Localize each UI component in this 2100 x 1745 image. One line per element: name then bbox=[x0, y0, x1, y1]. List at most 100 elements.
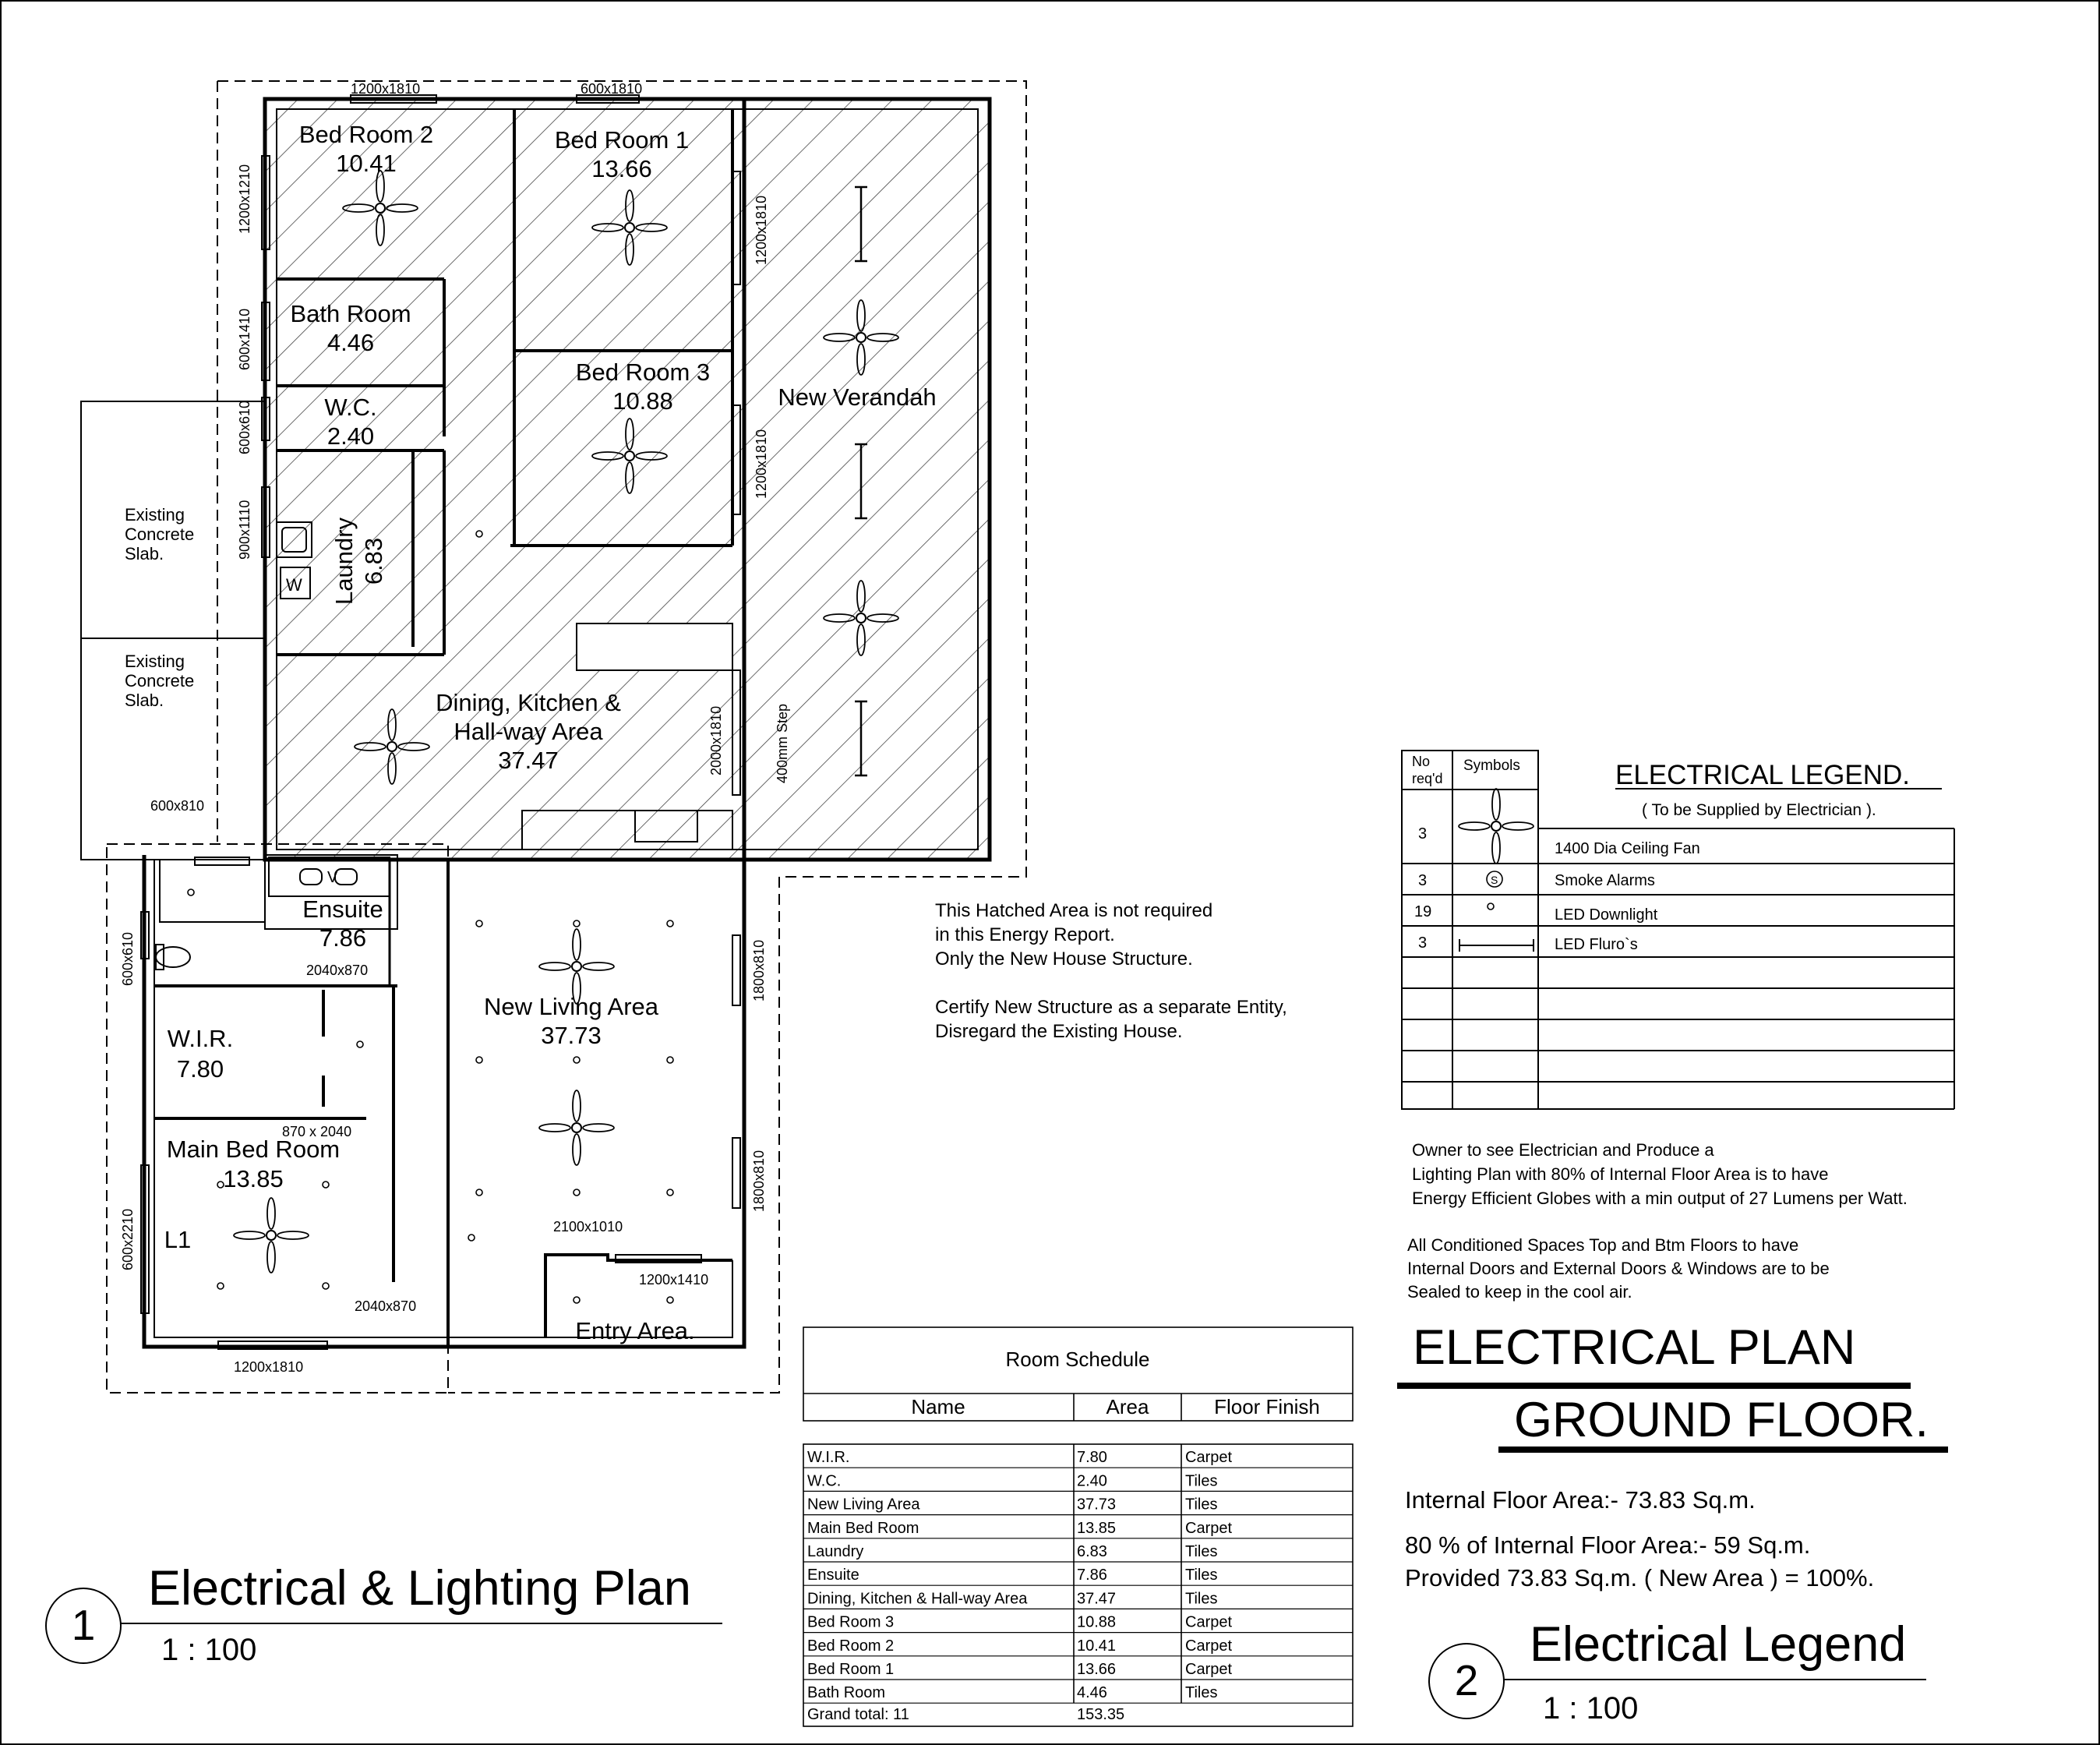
schedule-area-cell: 37.47 bbox=[1077, 1590, 1116, 1607]
schedule-area-cell: 13.66 bbox=[1077, 1661, 1116, 1678]
svg-text:Sealed to keep in the cool air: Sealed to keep in the cool air. bbox=[1407, 1282, 1632, 1302]
svg-text:S: S bbox=[1491, 874, 1498, 886]
svg-text:400mm Step: 400mm Step bbox=[775, 704, 790, 783]
svg-text:2: 2 bbox=[1455, 1656, 1479, 1704]
svg-text:600x610: 600x610 bbox=[237, 401, 252, 454]
ceiling-fan-icon bbox=[1458, 788, 1534, 864]
schedule-area-cell: 4.46 bbox=[1077, 1684, 1107, 1701]
svg-text:2040x870: 2040x870 bbox=[306, 963, 368, 978]
room-schedule: Room Schedule Name Area Floor Finish W.I… bbox=[803, 1326, 1354, 1727]
hatch-note: This Hatched Area is not required in thi… bbox=[935, 900, 1287, 1042]
room-area: 6.83 bbox=[360, 538, 387, 585]
room-area: 10.41 bbox=[336, 150, 397, 177]
lower-walls bbox=[142, 854, 746, 1349]
svg-text:LED Fluro`s: LED Fluro`s bbox=[1555, 936, 1638, 953]
svg-text:Energy Efficient Globes with a: Energy Efficient Globes with a min outpu… bbox=[1412, 1189, 1908, 1208]
room-name: Ensuite bbox=[302, 895, 383, 923]
sealed-note: All Conditioned Spaces Top and Btm Floor… bbox=[1407, 1235, 1830, 1302]
fluoro-lights bbox=[855, 185, 867, 777]
existing-slab-labels: Existing Concrete Slab. Existing Concret… bbox=[125, 505, 194, 710]
svg-text:Electrical Legend: Electrical Legend bbox=[1530, 1617, 1906, 1672]
hatched-area bbox=[265, 99, 990, 860]
svg-text:in this Energy Report.: in this Energy Report. bbox=[935, 924, 1115, 945]
schedule-area-cell: 7.80 bbox=[1077, 1449, 1107, 1466]
svg-text:GROUND FLOOR.: GROUND FLOOR. bbox=[1514, 1393, 1929, 1447]
svg-text:1800x810: 1800x810 bbox=[751, 1150, 767, 1212]
svg-text:870 x 2040: 870 x 2040 bbox=[282, 1124, 351, 1139]
svg-text:Lighting Plan with 80% of Inte: Lighting Plan with 80% of Internal Floor… bbox=[1412, 1164, 1828, 1184]
windows bbox=[140, 94, 741, 1350]
svg-text:3: 3 bbox=[1418, 825, 1427, 842]
owner-note: Owner to see Electrician and Produce a L… bbox=[1412, 1140, 1908, 1208]
svg-text:Provided 73.83 Sq.m. ( New A: Provided 73.83 Sq.m. ( New Area ) = 100%… bbox=[1405, 1564, 1874, 1591]
svg-text:600x610: 600x610 bbox=[120, 932, 136, 986]
schedule-finish-cell: Carpet bbox=[1185, 1449, 1232, 1466]
svg-text:1200x1210: 1200x1210 bbox=[237, 164, 252, 234]
svg-text:Slab.: Slab. bbox=[125, 544, 164, 563]
svg-text:ELECTRICAL PLAN: ELECTRICAL PLAN bbox=[1413, 1320, 1855, 1375]
room-name: Bed Room 3 bbox=[576, 359, 710, 386]
schedule-finish-cell: Tiles bbox=[1185, 1590, 1217, 1607]
schedule-finish-cell: Tiles bbox=[1185, 1472, 1217, 1489]
svg-text:600x1410: 600x1410 bbox=[237, 309, 252, 370]
legend-subtitle: ( To be Supplied by Electrician ). bbox=[1642, 801, 1876, 819]
svg-text:Disregard the Existing House.: Disregard the Existing House. bbox=[935, 1021, 1182, 1042]
dimension-labels: 1200x1810 600x1810 1200x1210 600x1410 60… bbox=[120, 81, 790, 1375]
ceiling-fan-icon bbox=[538, 1090, 615, 1166]
svg-text:1200x1810: 1200x1810 bbox=[351, 81, 420, 97]
svg-text:Slab.: Slab. bbox=[125, 691, 164, 710]
downlight-icon bbox=[1487, 903, 1495, 910]
svg-text:900x1110: 900x1110 bbox=[237, 500, 252, 560]
svg-text:1400 Dia Ceiling Fan: 1400 Dia Ceiling Fan bbox=[1555, 840, 1700, 857]
schedule-name-cell: Main Bed Room bbox=[807, 1520, 919, 1537]
big-title: ELECTRICAL PLAN GROUND FLOOR. bbox=[1397, 1320, 1948, 1453]
room-name: Main Bed Room bbox=[167, 1136, 340, 1163]
grand-total-value: 153.35 bbox=[1077, 1706, 1124, 1723]
room-name: New Verandah bbox=[778, 383, 936, 411]
svg-text:3: 3 bbox=[1418, 934, 1427, 952]
ceiling-fan-icon bbox=[233, 1197, 309, 1273]
grand-total-label: Grand total: 11 bbox=[807, 1706, 909, 1723]
svg-text:1200x1410: 1200x1410 bbox=[639, 1272, 708, 1288]
room-name: Bed Room 2 bbox=[299, 121, 433, 148]
room-name-line2: Hall-way Area bbox=[454, 718, 603, 745]
room-area: 2.40 bbox=[327, 422, 374, 450]
vanity-tag: V bbox=[327, 869, 338, 886]
schedule-finish-cell: Carpet bbox=[1185, 1614, 1232, 1631]
svg-text:2040x870: 2040x870 bbox=[355, 1298, 416, 1314]
room-name: Laundry bbox=[330, 517, 358, 605]
electrical-legend: ELECTRICAL LEGEND. ( To be Supplied by E… bbox=[1401, 750, 1955, 1110]
room-name: Dining, Kitchen & bbox=[436, 689, 621, 716]
room-area: 13.85 bbox=[223, 1165, 284, 1192]
svg-text:Concrete: Concrete bbox=[125, 671, 194, 691]
svg-text:Concrete: Concrete bbox=[125, 525, 194, 544]
schedule-area-cell: 10.88 bbox=[1077, 1614, 1116, 1631]
room-area: 7.80 bbox=[177, 1055, 224, 1083]
schedule-area-cell: 13.85 bbox=[1077, 1520, 1116, 1537]
schedule-finish-cell: Tiles bbox=[1185, 1496, 1217, 1514]
svg-text:Owner to see Electrician and P: Owner to see Electrician and Produce a bbox=[1412, 1140, 1714, 1160]
legend-title: ELECTRICAL LEGEND. bbox=[1615, 760, 1910, 790]
schedule-finish-cell: Carpet bbox=[1185, 1520, 1232, 1537]
schedule-name-cell: New Living Area bbox=[807, 1496, 920, 1514]
svg-text:No: No bbox=[1412, 754, 1430, 769]
svg-text:600x1810: 600x1810 bbox=[581, 81, 642, 97]
svg-text:Electrical & Lighting Plan: Electrical & Lighting Plan bbox=[148, 1561, 691, 1616]
svg-text:600x810: 600x810 bbox=[150, 798, 204, 814]
svg-text:2000x1810: 2000x1810 bbox=[708, 706, 724, 775]
schedule-name-cell: Bed Room 3 bbox=[807, 1614, 894, 1631]
schedule-area-cell: 2.40 bbox=[1077, 1472, 1107, 1489]
svg-text:Certify New Structure as a sep: Certify New Structure as a separate Enti… bbox=[935, 997, 1287, 1018]
schedule-name-cell: Laundry bbox=[807, 1543, 863, 1560]
svg-text:Existing: Existing bbox=[125, 652, 185, 671]
room-labels: Bed Room 2 10.41 Bed Room 1 13.66 Bath R… bbox=[164, 121, 937, 1344]
schedule-name-cell: Dining, Kitchen & Hall-way Area bbox=[807, 1590, 1028, 1607]
schedule-title: Room Schedule bbox=[1006, 1348, 1150, 1371]
smoke-alarm-icon: S bbox=[1486, 871, 1503, 888]
svg-text:19: 19 bbox=[1414, 903, 1431, 920]
fluoro-icon bbox=[1459, 939, 1534, 952]
svg-text:1200x1810: 1200x1810 bbox=[234, 1359, 303, 1375]
svg-text:Floor Finish: Floor Finish bbox=[1214, 1395, 1320, 1418]
room-name: New Living Area bbox=[484, 993, 659, 1020]
